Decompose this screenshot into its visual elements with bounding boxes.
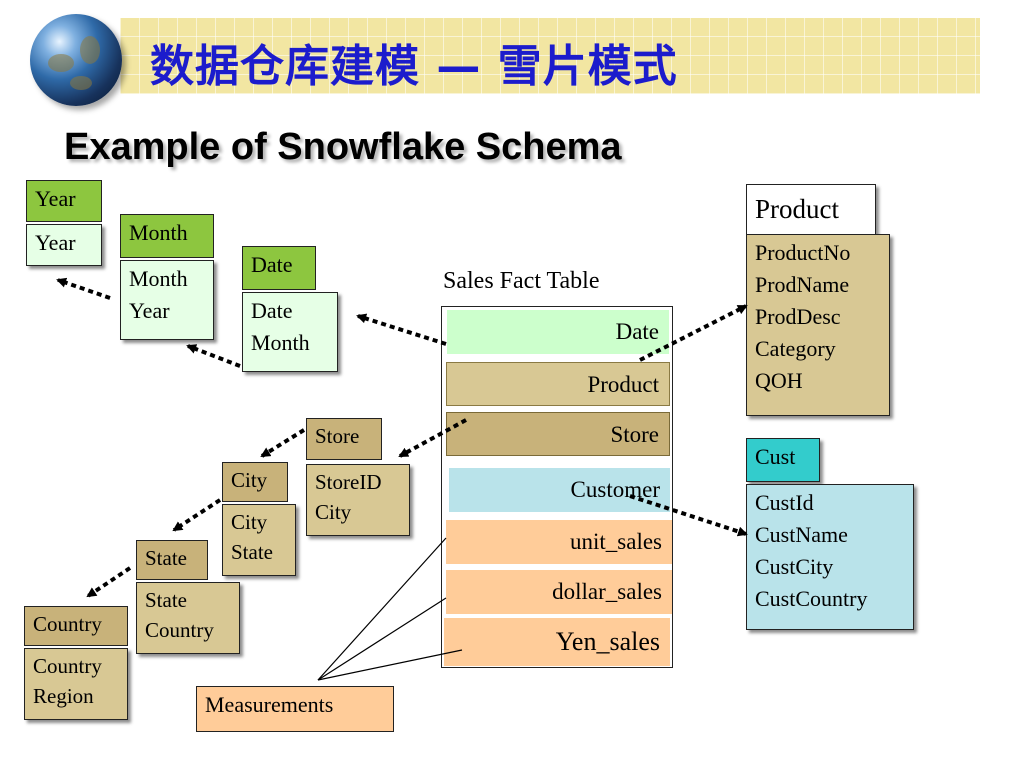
fact-row-date: Date — [447, 310, 669, 354]
country-header: Country — [24, 606, 128, 646]
store-field-city: City — [315, 500, 352, 524]
fact-row-customer: Customer — [449, 468, 670, 512]
country-field-country: Country — [33, 654, 102, 678]
country-table: Country Region — [24, 648, 128, 720]
city-field-city: City — [231, 510, 268, 534]
arrow-fact-to-store — [398, 418, 467, 458]
product-table: ProductNo ProdName ProdDesc Category QOH — [746, 234, 890, 416]
state-table: State Country — [136, 582, 240, 654]
month-table: Month Year — [120, 260, 214, 340]
fact-row-unit-sales: unit_sales — [446, 520, 672, 564]
month-field-year: Year — [129, 298, 170, 323]
product-field-prodname: ProdName — [755, 272, 850, 297]
product-header: Product — [746, 184, 876, 236]
globe-icon — [30, 14, 122, 106]
cust-table: CustId CustName CustCity CustCountry — [746, 484, 914, 630]
store-table: StoreID City — [306, 464, 410, 536]
store-field-storeid: StoreID — [315, 470, 382, 494]
product-field-productno: ProductNo — [755, 240, 851, 265]
title-banner — [120, 18, 980, 94]
year-table: Year — [26, 224, 102, 266]
cust-header: Cust — [746, 438, 820, 482]
store-header: Store — [306, 418, 382, 460]
arrow-city-to-state — [172, 498, 222, 532]
measurements-callout: Measurements — [196, 686, 394, 732]
city-table: City State — [222, 504, 296, 576]
arrow-month-to-year — [56, 277, 111, 300]
date-table: Date Month — [242, 292, 338, 372]
city-header: City — [222, 462, 288, 502]
fact-row-dollar-sales: dollar_sales — [446, 570, 672, 614]
arrow-fact-to-cust — [629, 494, 748, 537]
product-field-proddesc: ProdDesc — [755, 304, 841, 329]
month-field-month: Month — [129, 266, 188, 291]
product-field-category: Category — [755, 336, 836, 361]
arrow-state-to-country — [86, 566, 132, 598]
measure-line-yen-sales — [317, 649, 463, 681]
city-field-state: State — [231, 540, 273, 564]
fact-row-product: Product — [446, 362, 670, 406]
fact-row-store: Store — [446, 412, 670, 456]
fact-table-label: Sales Fact Table — [443, 268, 600, 294]
page-subtitle: Example of Snowflake Schema — [64, 126, 622, 168]
cust-field-custname: CustName — [755, 522, 848, 547]
date-field-month: Month — [251, 330, 310, 355]
product-field-qoh: QOH — [755, 368, 803, 393]
state-field-country: Country — [145, 618, 214, 642]
state-header: State — [136, 540, 208, 580]
state-field-state: State — [145, 588, 187, 612]
country-field-region: Region — [33, 684, 94, 708]
cust-field-custcity: CustCity — [755, 554, 834, 579]
cust-field-custcountry: CustCountry — [755, 586, 868, 611]
measure-line-unit-sales — [317, 537, 447, 681]
cust-field-custid: CustId — [755, 490, 814, 515]
month-header: Month — [120, 214, 214, 258]
date-field-date: Date — [251, 298, 293, 323]
measure-line-dollar-sales — [317, 597, 447, 681]
arrow-date-to-month — [186, 344, 241, 368]
year-field: Year — [35, 230, 76, 255]
arrow-fact-to-date — [356, 313, 447, 346]
arrow-store-to-city — [260, 428, 306, 458]
page-title: 数据仓库建模 — 雪片模式 — [150, 41, 678, 92]
fact-row-yen-sales: Yen_sales — [444, 618, 670, 666]
date-header: Date — [242, 246, 316, 290]
arrow-fact-to-product — [639, 304, 748, 362]
year-header: Year — [26, 180, 102, 222]
